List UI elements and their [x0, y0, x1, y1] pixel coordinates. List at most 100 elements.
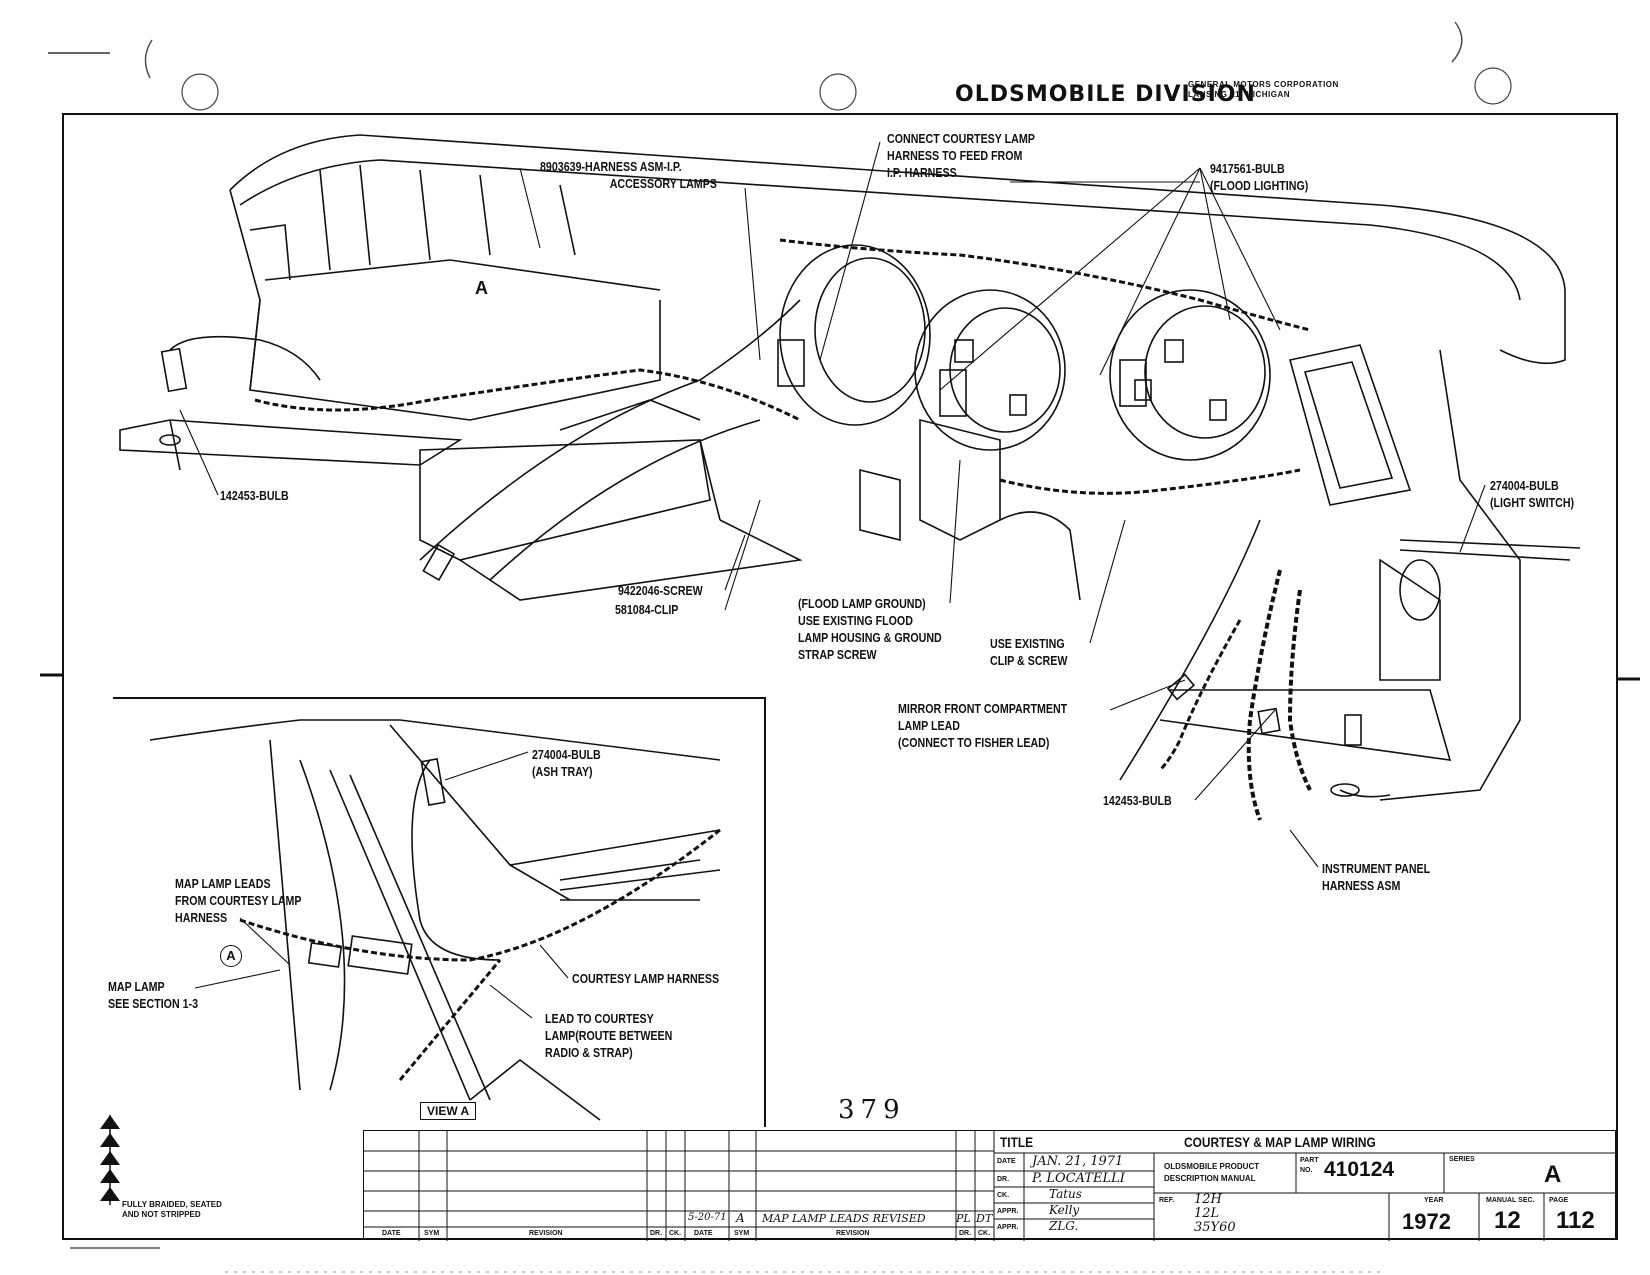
year-label: YEAR — [1424, 1197, 1444, 1204]
callout-ip-harness-line-1: INSTRUMENT PANEL — [1322, 861, 1431, 876]
callout-connect-line-1: CONNECT COURTESY LAMP — [887, 131, 1035, 146]
callout-harness-asm: 8903639-HARNESS ASM-I.P. ACCESSORY LAMPS — [540, 158, 717, 192]
binder-hole-left — [181, 73, 219, 111]
callout-flood-ground-line-1: (FLOOD LAMP GROUND) — [798, 596, 926, 611]
rev-entry-sym: A — [736, 1211, 745, 1225]
manual-sec-value: 12 — [1494, 1207, 1521, 1234]
callout-light-switch: 274004-BULB (LIGHT SWITCH) — [1490, 477, 1574, 511]
dr-value: P. LOCATELLI — [1032, 1171, 1125, 1186]
appr2-label: APPR. — [997, 1224, 1019, 1231]
ref-value-2: 12L — [1194, 1206, 1220, 1221]
year-value: 1972 — [1402, 1209, 1451, 1234]
inset-map-leads-line-2: FROM COURTESY LAMP — [175, 893, 302, 908]
ref-label: REF. — [1159, 1197, 1175, 1204]
callout-flood-ground: (FLOOD LAMP GROUND) USE EXISTING FLOOD L… — [798, 595, 942, 663]
inset-callout-map-lamp: MAP LAMP SEE SECTION 1-3 — [108, 978, 198, 1012]
rev-header-ck-2: CK. — [978, 1230, 991, 1237]
legend-note-line-2: AND NOT STRIPPED — [122, 1210, 201, 1219]
callout-existing-clip-line-1: USE EXISTING — [990, 636, 1065, 651]
rev-header-revision: REVISION — [529, 1230, 563, 1237]
corporation-address: GENERAL MOTORS CORPORATION LANSING 21, M… — [1188, 80, 1339, 100]
inset-callout-ash-bulb: 274004-BULB (ASH TRAY) — [532, 746, 601, 780]
rev-header-dr-2: DR. — [959, 1230, 972, 1237]
callout-flood-ground-line-4: STRAP SCREW — [798, 647, 877, 662]
appr1-label: APPR. — [997, 1208, 1019, 1215]
callout-ip-harness: INSTRUMENT PANEL HARNESS ASM — [1322, 860, 1430, 894]
rev-header-ck: CK. — [669, 1230, 682, 1237]
legend-note: FULLY BRAIDED, SEATED AND NOT STRIPPED — [122, 1200, 222, 1220]
ck-label: CK. — [997, 1192, 1010, 1199]
callout-clip: 581084-CLIP — [615, 602, 679, 617]
part-label-line-2: NO. — [1300, 1167, 1313, 1174]
appr2-value: ZLG. — [1049, 1219, 1079, 1233]
inset-view-a — [113, 697, 766, 1127]
callout-bulb-bottom: 142453-BULB — [1103, 793, 1172, 808]
inset-lead-line-3: RADIO & STRAP) — [545, 1045, 633, 1060]
manual-name: OLDSMOBILE PRODUCT DESCRIPTION MANUAL — [1164, 1161, 1259, 1185]
callout-flood-bulb-line-2: (FLOOD LIGHTING) — [1210, 178, 1309, 193]
manual-name-line-1: OLDSMOBILE PRODUCT — [1164, 1162, 1260, 1171]
title-block-grid — [364, 1131, 1617, 1241]
callout-connect-courtesy: CONNECT COURTESY LAMP HARNESS TO FEED FR… — [887, 130, 1035, 181]
inset-ash-bulb-line-1: 274004-BULB — [532, 747, 601, 762]
scan-mark — [144, 39, 153, 79]
inset-lead-line-1: LEAD TO COURTESY — [545, 1011, 654, 1026]
page-label: PAGE — [1549, 1197, 1569, 1204]
callout-light-switch-line-2: (LIGHT SWITCH) — [1490, 495, 1575, 510]
callout-mirror-line-2: LAMP LEAD — [898, 718, 960, 733]
callout-mirror-line-1: MIRROR FRONT COMPARTMENT — [898, 701, 1068, 716]
callout-mirror-lamp: MIRROR FRONT COMPARTMENT LAMP LEAD (CONN… — [898, 700, 1067, 751]
callout-light-switch-line-1: 274004-BULB — [1490, 478, 1559, 493]
binder-hole-center — [819, 73, 857, 111]
page-value: 112 — [1556, 1207, 1595, 1234]
inset-callout-courtesy-harness: COURTESY LAMP HARNESS — [572, 971, 720, 986]
inset-map-lamp-line-2: SEE SECTION 1-3 — [108, 996, 199, 1011]
callout-existing-clip-line-2: CLIP & SCREW — [990, 653, 1068, 668]
legend-note-line-1: FULLY BRAIDED, SEATED — [122, 1200, 222, 1209]
handwritten-page-number: 379 — [838, 1095, 906, 1125]
inset-map-leads-line-3: HARNESS — [175, 910, 228, 925]
rev-header-dr: DR. — [650, 1230, 663, 1237]
callout-existing-clip: USE EXISTING CLIP & SCREW — [990, 635, 1067, 669]
legend-triangle-stack-icon — [100, 1115, 120, 1205]
appr1-value: Kelly — [1049, 1203, 1080, 1217]
rev-header-date-2: DATE — [694, 1230, 713, 1237]
rev-entry-ck: DT — [976, 1212, 993, 1225]
dr-label: DR. — [997, 1176, 1010, 1183]
rev-entry-date: 5-20-71 — [688, 1212, 727, 1223]
rev-header-revision-2: REVISION — [836, 1230, 870, 1237]
title-block: DATE SYM REVISION DR. CK. DATE SYM REVIS… — [363, 1130, 1617, 1241]
rev-header-sym: SYM — [424, 1230, 440, 1237]
corp-line-2: LANSING 21, MICHIGAN — [1188, 90, 1291, 99]
callout-connect-line-2: HARNESS TO FEED FROM — [887, 148, 1023, 163]
callout-bulb-left: 142453-BULB — [220, 488, 289, 503]
manual-name-line-2: DESCRIPTION MANUAL — [1164, 1174, 1256, 1183]
part-label-line-1: PART — [1300, 1157, 1319, 1164]
ref-value-3: 35Y60 — [1194, 1220, 1236, 1235]
ck-value: Tatus — [1049, 1187, 1082, 1201]
corp-line-1: GENERAL MOTORS CORPORATION — [1188, 80, 1339, 89]
callout-flood-bulb: 9417561-BULB (FLOOD LIGHTING) — [1210, 160, 1308, 194]
part-label: PART NO. — [1300, 1156, 1319, 1176]
marker-a: A — [475, 278, 488, 298]
rev-entry-text: MAP LAMP LEADS REVISED — [762, 1212, 926, 1225]
rev-header-date: DATE — [382, 1230, 401, 1237]
part-number: 410124 — [1324, 1158, 1395, 1181]
series-label: SERIES — [1449, 1156, 1475, 1163]
drawing-title: COURTESY & MAP LAMP WIRING — [1184, 1134, 1376, 1150]
callout-screw: 9422046-SCREW — [618, 583, 703, 598]
callout-mirror-line-3: (CONNECT TO FISHER LEAD) — [898, 735, 1050, 750]
callout-flood-ground-line-3: LAMP HOUSING & GROUND — [798, 630, 942, 645]
view-a-label: VIEW A — [420, 1102, 477, 1120]
inset-map-leads-line-1: MAP LAMP LEADS — [175, 876, 271, 891]
series-value: A — [1544, 1161, 1562, 1188]
callout-flood-ground-line-2: USE EXISTING FLOOD — [798, 613, 913, 628]
inset-lead-line-2: LAMP(ROUTE BETWEEN — [545, 1028, 673, 1043]
ref-values: 12H 12L 35Y60 — [1194, 1193, 1236, 1235]
callout-harness-asm-line-2: ACCESSORY LAMPS — [609, 176, 717, 191]
rev-header-sym-2: SYM — [734, 1230, 750, 1237]
title-label: TITLE — [1000, 1134, 1034, 1150]
division-heading: OLDSMOBILE DIVISION — [955, 82, 1256, 107]
inset-ash-bulb-line-2: (ASH TRAY) — [532, 764, 593, 779]
